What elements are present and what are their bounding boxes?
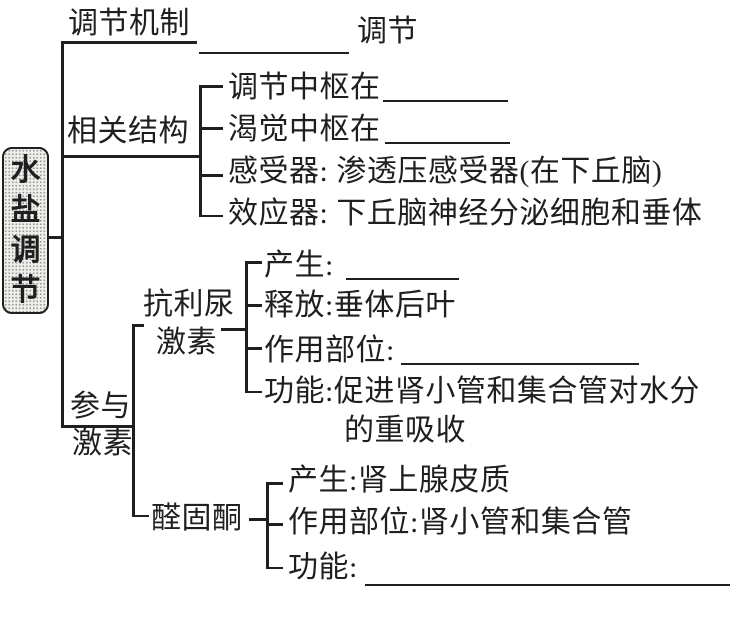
fill-blank	[345, 254, 459, 280]
hormones-label-line2: 激素	[72, 427, 133, 460]
structures-item-3: 感受器: 渗透压感受器(在下丘脑)	[228, 155, 663, 188]
fill-blank	[382, 76, 508, 102]
trunk-line	[61, 41, 64, 428]
aldosterone-item-1: 产生:肾上腺皮质	[288, 464, 511, 497]
adh-item-2: 释放:垂体后叶	[264, 289, 456, 322]
item-text: 功能:	[288, 551, 358, 584]
mechanism-suffix: 调节	[357, 15, 418, 48]
adh-tick-4	[245, 390, 262, 393]
adh-item-4-line1: 功能:促进肾小管和集合管对水分	[264, 375, 700, 408]
aldosterone-branch-tick	[132, 514, 149, 517]
adh-branch-tick	[132, 324, 144, 327]
adh-label-line2: 激素	[156, 326, 217, 359]
structures-item-2: 渴觉中枢在	[228, 113, 510, 145]
adh-tick-1	[245, 261, 262, 264]
mechanism-fill-blank	[199, 30, 349, 54]
aldosterone-tick-1	[266, 482, 283, 485]
root-label: 水盐调节	[10, 153, 41, 307]
root-node-box: 水盐调节	[2, 147, 49, 314]
structures-bracket-line	[199, 85, 202, 217]
structures-tick-1	[199, 85, 223, 88]
adh-tick-3	[245, 347, 262, 350]
item-text: 产生:	[264, 249, 334, 282]
fill-blank	[400, 339, 639, 365]
structures-item-1: 调节中枢在	[228, 71, 508, 103]
adh-item-1: 产生:	[264, 249, 459, 281]
root-connector-line	[49, 236, 64, 239]
adh-item-4-line2: 的重吸收	[344, 414, 466, 447]
mechanism-branch-line	[61, 41, 197, 44]
adh-bracket-line	[245, 261, 248, 393]
hormones-label-line1: 参与	[70, 390, 131, 423]
item-text: 作用部位:	[264, 334, 395, 367]
aldosterone-dash-line	[249, 518, 267, 521]
structures-item-4: 效应器: 下丘脑神经分泌细胞和垂体	[228, 197, 703, 230]
structures-label: 相关结构	[67, 115, 189, 148]
structures-tick-3	[199, 174, 223, 177]
adh-label-line1: 抗利尿	[143, 288, 235, 321]
aldosterone-item-3: 功能:	[288, 551, 730, 586]
item-text: 渴觉中枢在	[228, 113, 381, 146]
adh-tick-2	[245, 304, 262, 307]
aldosterone-bracket-line	[266, 482, 269, 569]
structures-tick-2	[199, 127, 223, 130]
aldosterone-tick-2	[266, 523, 283, 526]
aldosterone-label: 醛固酮	[151, 502, 243, 535]
structures-branch-line	[61, 155, 201, 158]
mechanism-label: 调节机制	[68, 7, 190, 40]
hormones-bracket-line	[132, 324, 135, 517]
adh-link-line	[221, 328, 248, 331]
aldosterone-tick-3	[266, 566, 283, 569]
hormones-branch-line	[61, 425, 135, 428]
structures-tick-4	[199, 214, 223, 217]
aldosterone-item-2: 作用部位:肾小管和集合管	[288, 506, 633, 539]
item-text: 调节中枢在	[228, 71, 381, 104]
fill-blank	[364, 560, 730, 586]
adh-item-3: 作用部位:	[264, 334, 639, 366]
fill-blank	[384, 118, 510, 144]
